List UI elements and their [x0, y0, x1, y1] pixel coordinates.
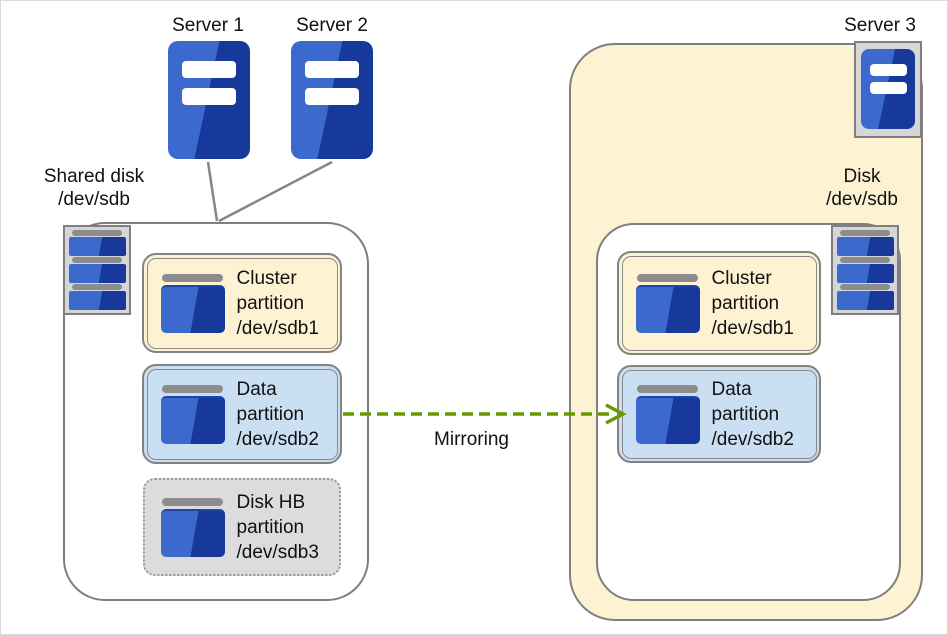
shared-disk-label: Shared disk /dev/sdb [19, 165, 169, 211]
disk-platter [836, 264, 894, 283]
partition-label-line: partition [711, 292, 780, 314]
partition-icon [160, 497, 225, 557]
partition-label: Cluster partition /dev/sdb1 [712, 266, 794, 341]
partition-label: Data partition /dev/sdb2 [712, 377, 794, 452]
shared-disk-icon [63, 225, 131, 315]
disk-platter [68, 237, 126, 256]
server2-connector-line [218, 160, 333, 223]
disk-platter [836, 237, 894, 256]
data-partition-right: Data partition /dev/sdb2 [617, 365, 821, 463]
disk-platter-divider [840, 257, 890, 263]
disk-platter [836, 291, 894, 310]
partition-icon [635, 273, 700, 333]
server-slot [182, 88, 236, 105]
shared-disk-label-line1: Shared disk [43, 166, 145, 187]
disk-label-line1: Disk [843, 166, 881, 187]
server-slot [182, 61, 236, 78]
server2-icon [291, 41, 373, 159]
server-slot [305, 61, 359, 78]
server-slot [870, 64, 907, 76]
cluster-partition-left: Cluster partition /dev/sdb1 [142, 253, 342, 353]
partition-label-line: /dev/sdb1 [236, 317, 319, 339]
server2-label: Server 2 [296, 15, 368, 36]
server1-connector-line [206, 161, 219, 222]
server-slot [305, 88, 359, 105]
partition-label-line: /dev/sdb2 [236, 428, 319, 450]
disk-label: Disk /dev/sdb [787, 165, 937, 211]
partition-label-line: Cluster [236, 267, 297, 289]
partition-label-line: partition [236, 403, 305, 425]
mirroring-label: Mirroring [434, 429, 509, 450]
partition-label-line: /dev/sdb1 [711, 317, 794, 339]
partition-label-line: Cluster [711, 267, 772, 289]
server1-label: Server 1 [172, 15, 244, 36]
partition-label-line: partition [711, 403, 780, 425]
partition-label: Disk HB partition /dev/sdb3 [237, 490, 319, 565]
disk-platter-divider [72, 284, 122, 290]
partition-icon [160, 273, 225, 333]
server3-icon [861, 49, 915, 129]
server-slot [870, 82, 907, 94]
disk-platter [68, 291, 126, 310]
server3-icon-housing [854, 41, 922, 138]
partition-icon [635, 384, 700, 444]
shared-disk-label-line2: /dev/sdb [58, 189, 130, 210]
disk-platter-divider [840, 230, 890, 236]
partition-label-line: Data [711, 378, 752, 400]
partition-label: Cluster partition /dev/sdb1 [237, 266, 319, 341]
disk-platter-divider [72, 257, 122, 263]
partition-label: Data partition /dev/sdb2 [237, 377, 319, 452]
partition-icon [160, 384, 225, 444]
disk-platter-divider [72, 230, 122, 236]
disk-label-line2: /dev/sdb [826, 189, 898, 210]
partition-label-line: Data [236, 378, 277, 400]
partition-label-line: /dev/sdb2 [711, 428, 794, 450]
server1-icon [168, 41, 250, 159]
server3-disk-icon [831, 225, 899, 315]
partition-label-line: Disk HB [236, 491, 306, 513]
data-partition-left: Data partition /dev/sdb2 [142, 364, 342, 464]
disk-platter [68, 264, 126, 283]
disk-hb-partition: Disk HB partition /dev/sdb3 [143, 478, 341, 576]
partition-label-line: /dev/sdb3 [236, 541, 319, 563]
partition-label-line: partition [236, 292, 305, 314]
server3-label: Server 3 [844, 15, 916, 36]
cluster-partition-right: Cluster partition /dev/sdb1 [617, 251, 821, 355]
partition-label-line: partition [236, 516, 305, 538]
disk-platter-divider [840, 284, 890, 290]
